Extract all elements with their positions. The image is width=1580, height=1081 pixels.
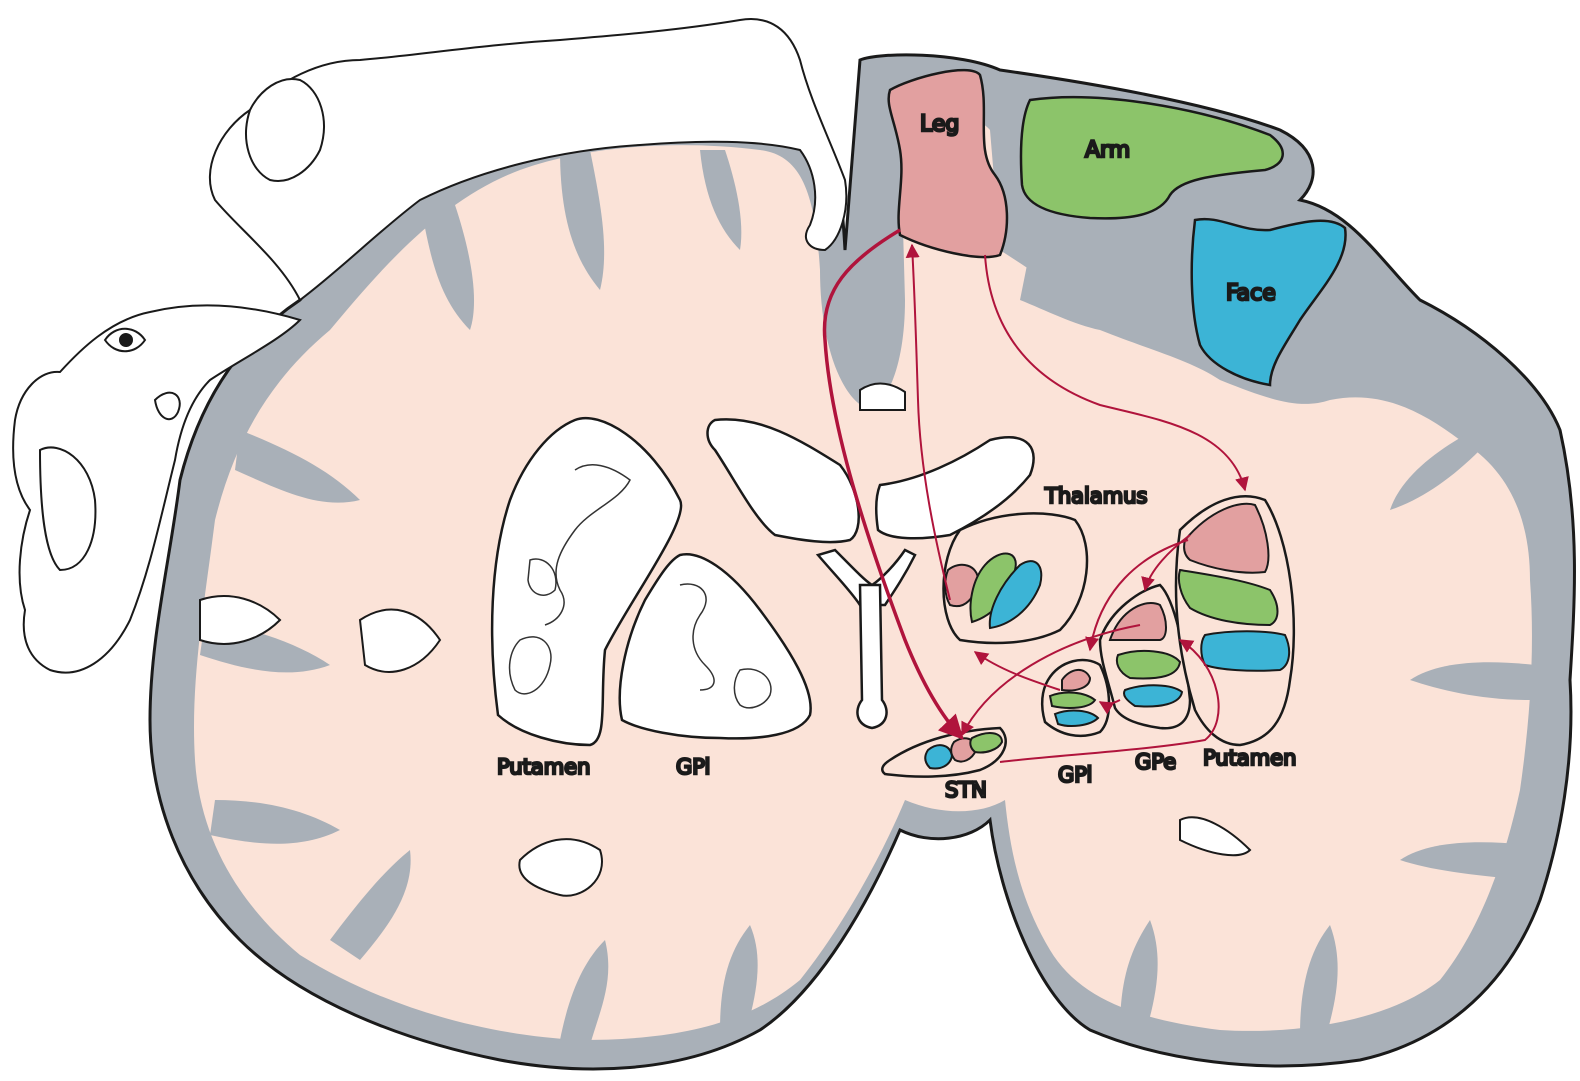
putamen-face-nucleus bbox=[1201, 631, 1289, 671]
homunculus-pupil bbox=[120, 334, 132, 346]
label-stn: STN bbox=[945, 778, 987, 802]
gpe-arm-nucleus bbox=[1117, 651, 1180, 679]
label-arm: Arm bbox=[1085, 138, 1130, 163]
label-gpe: GPe bbox=[1135, 750, 1176, 774]
label-putamen-left: Putamen bbox=[497, 755, 590, 779]
label-gpi-right: GPi bbox=[1058, 763, 1092, 787]
label-leg: Leg bbox=[920, 112, 959, 137]
label-face: Face bbox=[1226, 281, 1276, 306]
label-putamen-right: Putamen bbox=[1203, 746, 1296, 770]
label-gpi-left: GPi bbox=[676, 755, 710, 779]
label-thalamus: Thalamus bbox=[1044, 484, 1147, 508]
stn-face-nucleus bbox=[925, 745, 952, 768]
